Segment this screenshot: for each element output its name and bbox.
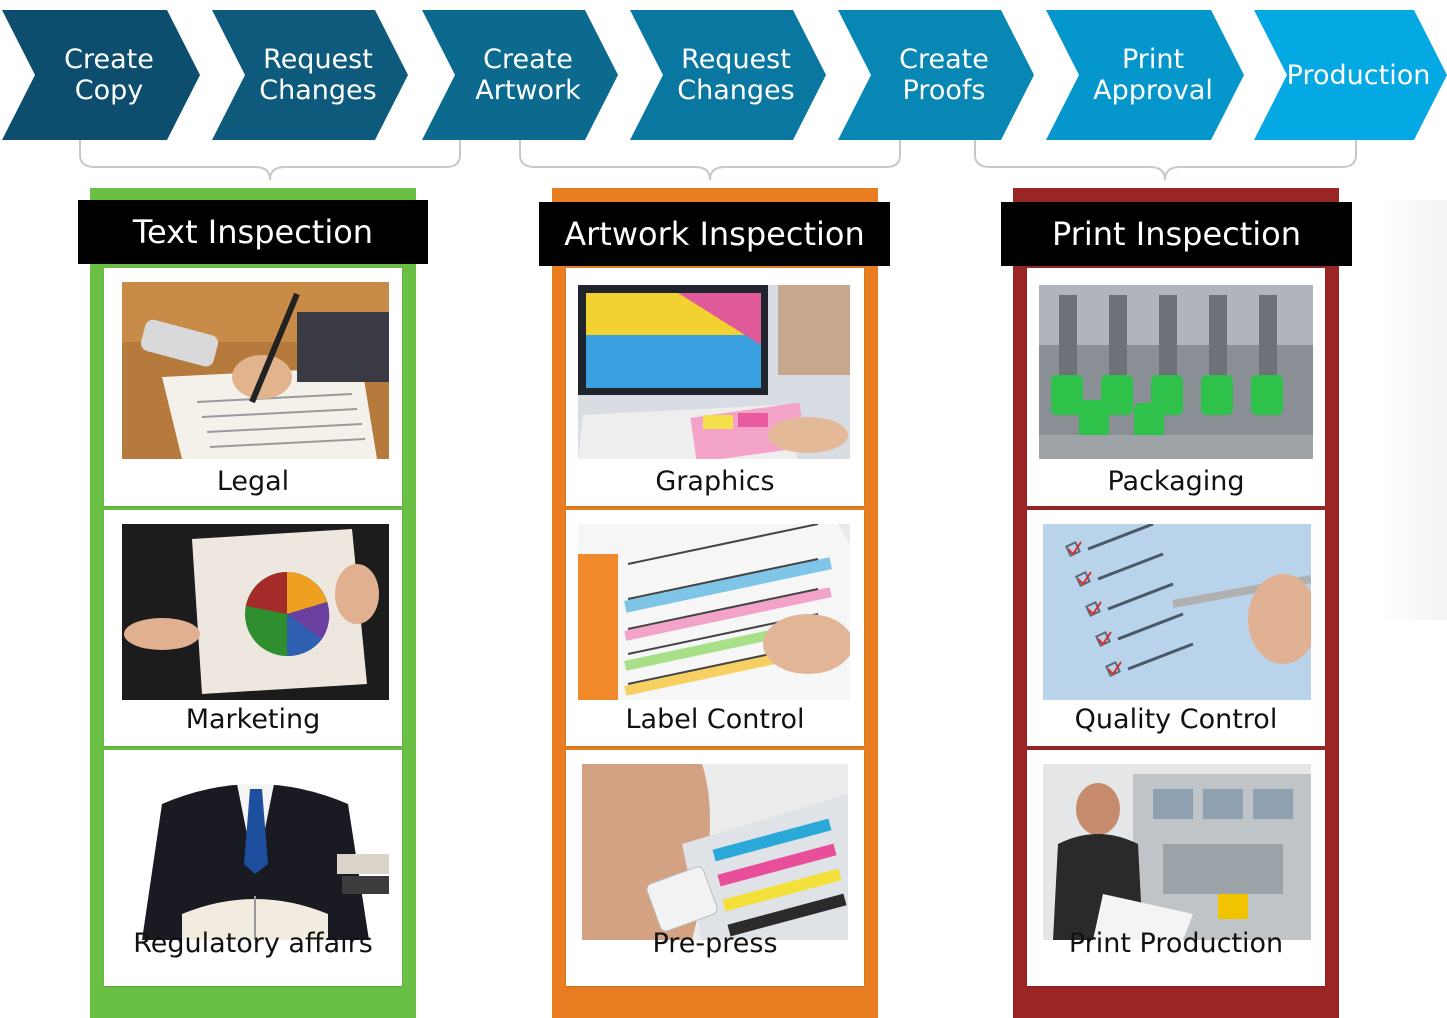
card-label: Graphics [655,466,775,497]
step-label: Create Artwork [475,44,581,106]
card-legal: Legal [104,268,402,506]
card-regulatory-affairs: Regulatory affairs [104,750,402,986]
decorative-shadow [1380,200,1447,620]
step-create-proofs: Create Proofs [838,10,1034,140]
pie-chart-photo [122,524,389,700]
card-label: Marketing [185,704,321,735]
writing-hand-photo [122,282,389,459]
step-request-changes: Request Changes [212,10,408,140]
card-label: Legal [216,466,290,497]
step-create-artwork: Create Artwork [422,10,618,140]
card-label: Packaging [1107,466,1245,497]
column-title: Print Inspection [1001,202,1352,266]
checklist-pen-photo [1043,524,1311,700]
card-label: Label Control [625,704,805,735]
nutrition-label-photo [578,524,850,700]
card-label: Print Production [1068,928,1284,959]
card-pre-press: Pre-press [566,750,864,986]
column-title: Text Inspection [78,200,428,264]
color-swatch-monitor-photo [578,285,850,459]
card-label-control: Label Control [566,510,864,746]
step-create-copy: Create Copy [2,10,200,140]
card-quality-control: Quality Control [1027,510,1325,746]
step-label: Print Approval [1093,44,1213,106]
step-label: Request Changes [259,44,377,106]
column-print-inspection: Print Inspection [1001,188,1352,1018]
step-print-approval: Print Approval [1046,10,1244,140]
grouping-brackets [79,140,1357,181]
card-label: Pre-press [652,928,778,959]
card-label: Regulatory affairs [133,928,373,959]
printing-press-photo [1043,764,1311,940]
column-text-inspection: Text Inspection Legal [78,188,428,1018]
step-label: Create Copy [64,44,154,106]
step-label: Production [1286,59,1431,91]
step-label: Create Proofs [899,44,989,106]
card-marketing: Marketing [104,510,402,746]
card-label: Quality Control [1074,704,1278,735]
step-request-changes-2: Request Changes [630,10,826,140]
step-production: Production [1254,10,1447,140]
bottling-line-photo [1039,285,1313,459]
card-print-production: Print Production [1027,750,1325,986]
businessman-reading-photo [122,764,389,940]
card-graphics: Graphics [566,268,864,506]
process-flow: Create Copy Request Changes Create Artwo… [0,0,1447,150]
column-artwork-inspection: Artwork Inspection Graphics [539,188,890,1018]
step-label: Request Changes [677,44,795,106]
column-title: Artwork Inspection [539,202,890,266]
card-packaging: Packaging [1027,268,1325,506]
loupe-color-bars-photo [582,764,848,940]
